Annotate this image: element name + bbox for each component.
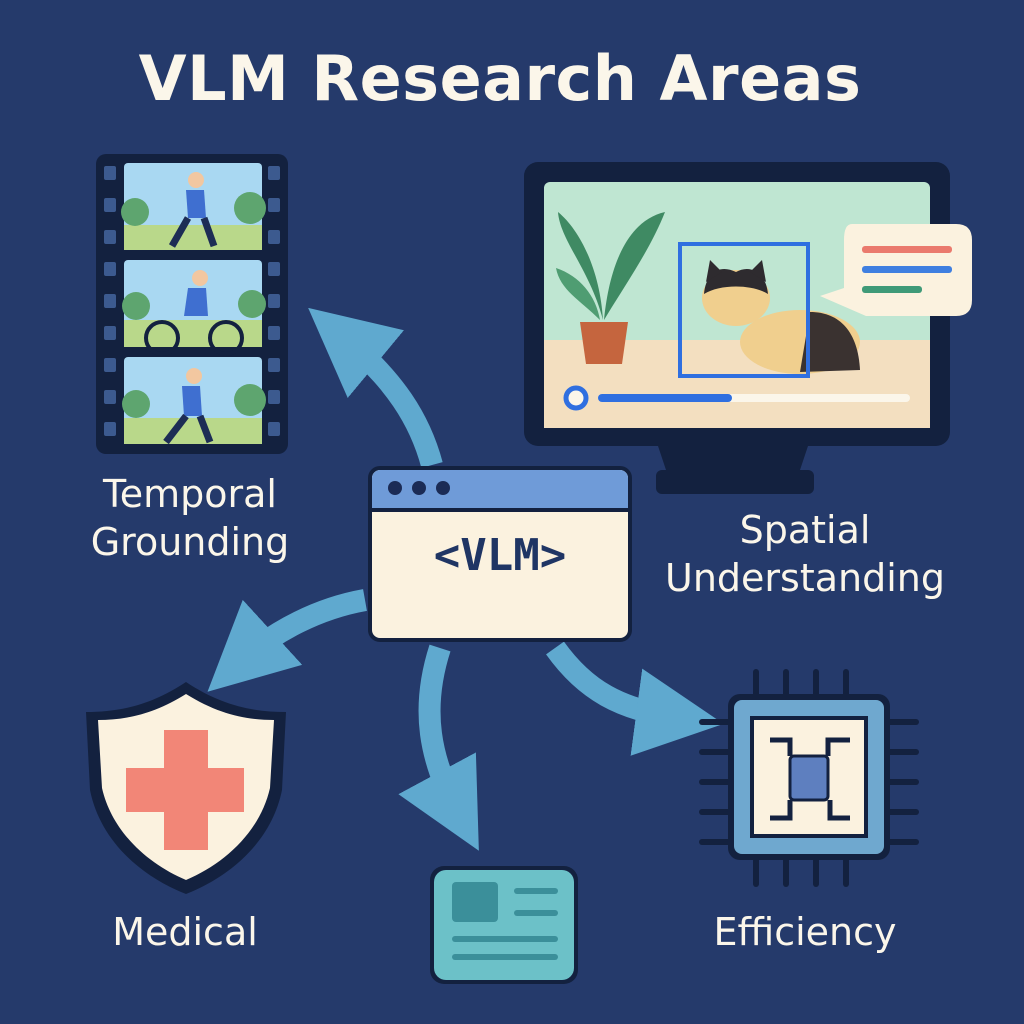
temporal-grounding-label: Temporal Grounding [60,470,320,566]
window-dot-icon [388,481,402,495]
efficiency-label: Efficiency [690,908,920,956]
page-title: VLM Research Areas [0,42,1000,115]
arrow-to-document [430,648,458,812]
window-dot-icon [436,481,450,495]
id-card-icon [430,866,578,984]
medical-label: Medical [80,908,290,956]
spatial-understanding-label: Spatial Understanding [640,506,970,602]
arrow-to-efficiency [555,648,680,718]
temporal-line-1: Temporal [60,470,320,518]
medical-shield-icon [86,682,286,894]
vlm-center-label: <VLM> [372,530,628,581]
spatial-line-1: Spatial [640,506,970,554]
spatial-line-2: Understanding [640,554,970,602]
vlm-center-window: <VLM> [368,466,632,642]
chip-icon [702,672,916,884]
temporal-line-2: Grounding [60,518,320,566]
window-dot-icon [412,481,426,495]
arrow-to-medical [240,600,365,662]
film-strip-icon [96,154,288,454]
window-title-bar [372,470,628,512]
monitor-icon [524,162,972,494]
arrow-to-temporal [342,336,432,465]
